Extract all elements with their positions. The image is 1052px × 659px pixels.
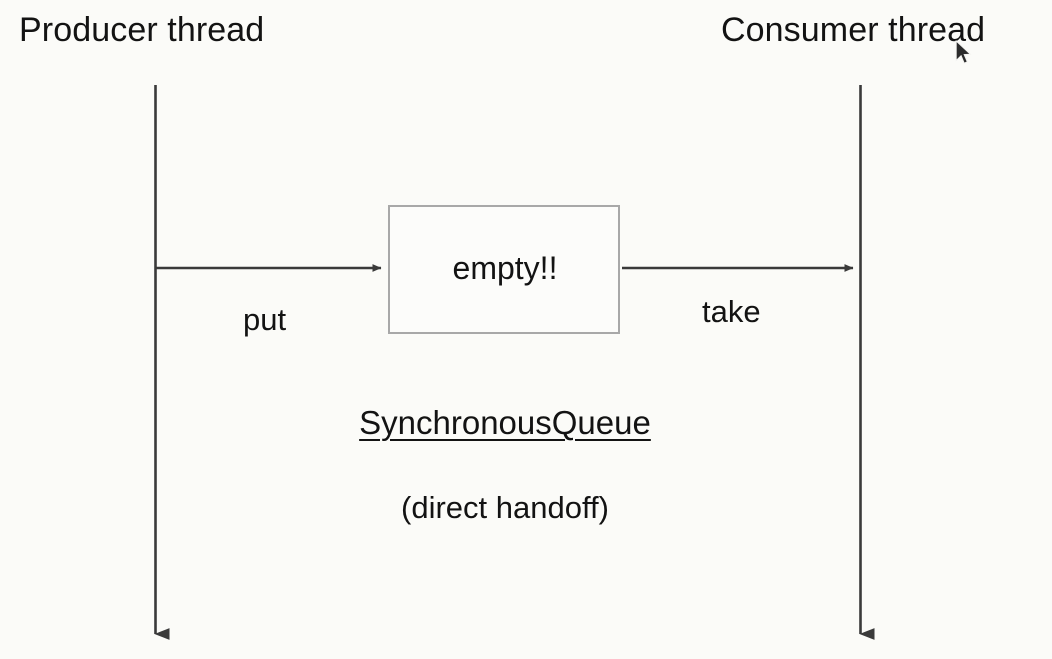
consumer-thread-label: Consumer thread [721, 11, 986, 49]
producer-thread-label: Producer thread [19, 11, 265, 49]
mouse-pointer-icon [955, 40, 972, 64]
take-label: take [702, 294, 761, 329]
queue-subtitle-label: (direct handoff) [401, 490, 609, 525]
queue-box [388, 205, 620, 334]
queue-state-label: empty!! [452, 250, 558, 286]
queue-name-label: SynchronousQueue [359, 404, 651, 441]
put-label: put [243, 302, 287, 337]
